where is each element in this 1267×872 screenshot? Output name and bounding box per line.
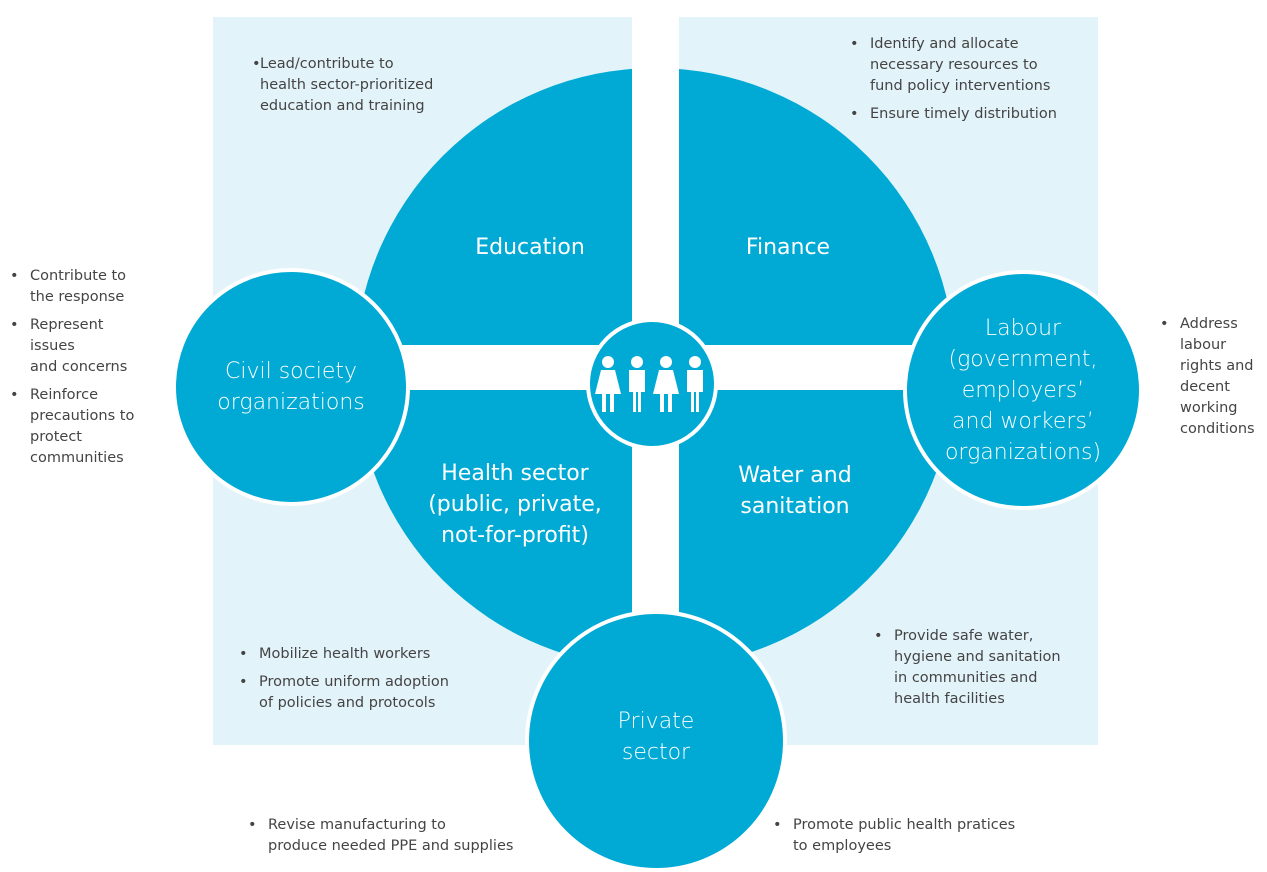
note-line: Lead/contribute to	[260, 56, 394, 72]
health-line: Health sector	[441, 461, 589, 486]
private-sector-circle: Private sector	[525, 610, 787, 872]
note-line: the response	[30, 289, 125, 305]
health-notes: Mobilize health workers Promote uniform …	[233, 644, 523, 721]
note-line: fund policy interventions	[870, 78, 1051, 94]
note-item: Promote public health pratices to employ…	[767, 815, 1067, 857]
finance-label: Finance	[745, 235, 831, 260]
note-item: Represent issues and concerns	[4, 315, 169, 378]
note-item: Ensure timely distribution	[844, 104, 1104, 125]
water-line: Water and	[738, 463, 852, 488]
note-line: issues	[30, 338, 75, 354]
note-line: Provide safe water,	[894, 628, 1034, 644]
civil-society-circle: Civil society organizations	[172, 268, 410, 506]
note-line: Reinforce	[30, 387, 99, 403]
note-line: Promote public health pratices	[793, 817, 1016, 833]
note-line: Promote uniform adoption	[259, 674, 449, 690]
note-line: in communities and	[894, 670, 1038, 686]
labour-label: Labour (government, employers’ and worke…	[945, 313, 1101, 468]
note-line: conditions	[1180, 421, 1255, 437]
note-line: of policies and protocols	[259, 695, 436, 711]
note-line: communities	[30, 450, 124, 466]
education-notes: Lead/contribute to health sector-priorit…	[246, 54, 496, 124]
note-item: Promote uniform adoption of policies and…	[233, 672, 523, 714]
note-line: Mobilize health workers	[259, 646, 431, 662]
note-line: hygiene and sanitation	[894, 649, 1061, 665]
note-line: working	[1180, 400, 1238, 416]
private-sector-left-notes: Revise manufacturing to produce needed P…	[242, 815, 542, 864]
note-item: Revise manufacturing to produce needed P…	[242, 815, 542, 857]
health-sector-label: Health sector (public, private, not-for-…	[400, 458, 630, 551]
people-group-icon	[595, 356, 703, 412]
note-line: rights and	[1180, 358, 1254, 374]
private-sector-right-notes: Promote public health pratices to employ…	[767, 815, 1067, 864]
labour-notes: Address labour rights and decent working…	[1154, 314, 1267, 447]
note-line: Revise manufacturing to	[268, 817, 446, 833]
note-line: and concerns	[30, 359, 128, 375]
note-item: Identify and allocate necessary resource…	[844, 34, 1104, 97]
labour-line: (government,	[948, 346, 1098, 372]
note-line: Identify and allocate	[870, 36, 1019, 52]
health-line: not-for-profit)	[441, 523, 589, 548]
note-line: labour	[1180, 337, 1227, 353]
note-line: Ensure timely distribution	[870, 106, 1057, 122]
private-sector-line: Private	[617, 709, 695, 734]
water-notes: Provide safe water, hygiene and sanitati…	[868, 626, 1098, 717]
labour-line: Labour	[984, 315, 1062, 341]
education-label: Education	[475, 235, 585, 260]
civil-society-line: organizations	[217, 390, 365, 415]
note-line: Represent	[30, 317, 104, 333]
civil-society-label: Civil society organizations	[217, 356, 365, 418]
civil-society-line: Civil society	[224, 359, 358, 384]
labour-line: organizations)	[944, 439, 1102, 465]
note-item: Provide safe water, hygiene and sanitati…	[868, 626, 1098, 710]
note-line: decent	[1180, 379, 1230, 395]
labour-circle: Labour (government, employers’ and worke…	[903, 270, 1143, 510]
note-line: Address	[1180, 316, 1238, 332]
note-line: health facilities	[894, 691, 1005, 707]
note-line: health sector-prioritized	[260, 77, 434, 93]
note-line: precautions to	[30, 408, 135, 424]
labour-line: and workers’	[952, 408, 1094, 434]
finance-notes: Identify and allocate necessary resource…	[844, 34, 1104, 132]
note-line: protect	[30, 429, 82, 445]
note-line: to employees	[793, 838, 892, 854]
note-item: Lead/contribute to health sector-priorit…	[246, 54, 496, 117]
private-sector-label: Private sector	[618, 706, 695, 768]
private-sector-line: sector	[621, 740, 691, 765]
note-line: Contribute to	[30, 268, 127, 284]
note-item: Contribute to the response	[4, 266, 169, 308]
water-line: sanitation	[740, 494, 850, 519]
note-line: education and training	[260, 98, 425, 114]
health-line: (public, private,	[428, 492, 602, 517]
water-sanitation-label: Water and sanitation	[680, 460, 910, 522]
note-item: Reinforce precautions to protect communi…	[4, 385, 169, 469]
note-line: necessary resources to	[870, 57, 1038, 73]
labour-line: employers’	[961, 377, 1085, 403]
civil-society-notes: Contribute to the response Represent iss…	[4, 266, 169, 476]
note-item: Address labour rights and decent working…	[1154, 314, 1267, 440]
note-line: produce needed PPE and supplies	[268, 838, 514, 854]
note-item: Mobilize health workers	[233, 644, 523, 665]
